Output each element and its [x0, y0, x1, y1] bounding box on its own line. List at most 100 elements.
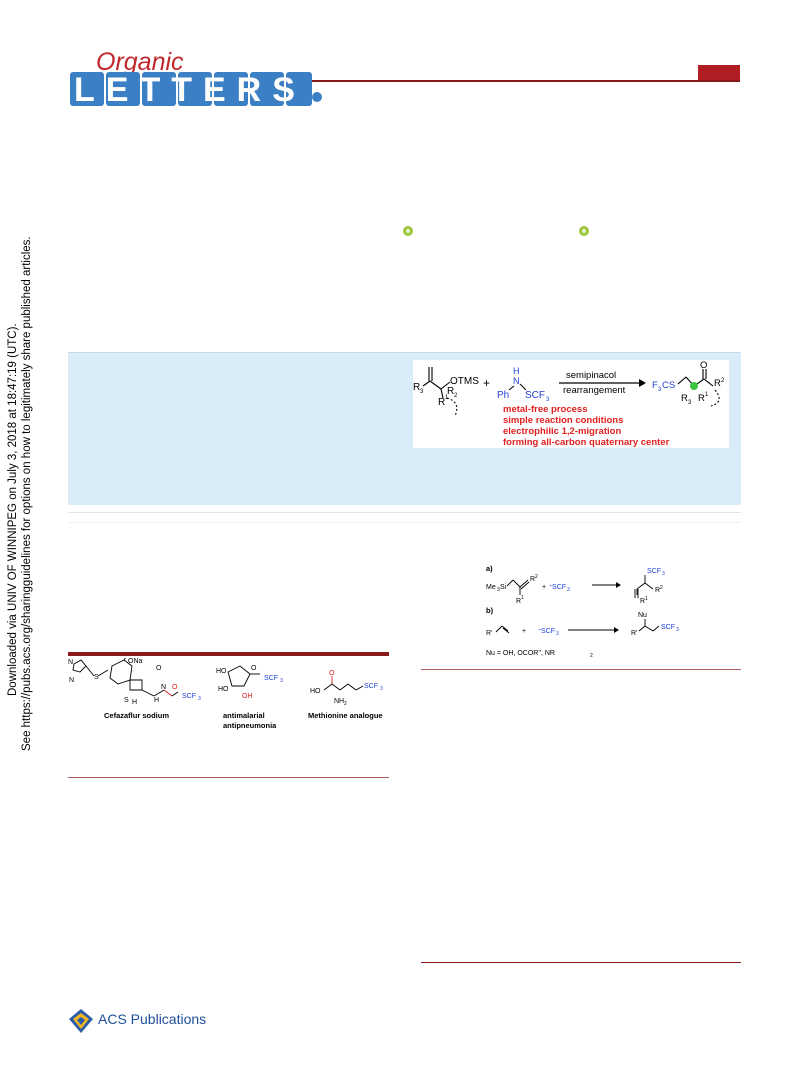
allylsilane-bonds: [506, 579, 530, 595]
svg-text:O: O: [156, 665, 162, 672]
svg-text:HO: HO: [218, 686, 229, 693]
scheme-1: a) Me 3 Si R 2 R 1 + ⁺ SCF 3 SCF 3 R: [470, 564, 690, 660]
svg-text:3: 3: [420, 389, 424, 395]
svg-text:2: 2: [590, 653, 593, 659]
svg-text:3: 3: [497, 587, 500, 593]
svg-text:Me: Me: [486, 584, 496, 591]
toc-feature-3: electrophilic 1,2-migration: [503, 426, 621, 437]
svg-text:S: S: [124, 697, 129, 704]
toc-plus: +: [483, 376, 490, 390]
figure-label-antipneumonia: antipneumonia: [223, 721, 277, 730]
svg-text:OH: OH: [242, 693, 253, 700]
svg-text:R: R: [516, 598, 521, 605]
figure-label-cefazaflur: Cefazaflur sodium: [104, 711, 169, 720]
svg-text:SCF: SCF: [661, 624, 675, 631]
svg-text:1: 1: [521, 595, 524, 601]
svg-text:R: R: [714, 378, 721, 389]
svg-text:R: R: [681, 393, 688, 404]
svg-text:1: 1: [445, 395, 449, 401]
logo-letter-boxes: [70, 72, 312, 106]
toc-reagent-h: H: [513, 366, 520, 376]
header-rule: [312, 80, 740, 82]
svg-text:Si: Si: [500, 584, 507, 591]
svg-text:2: 2: [535, 574, 538, 580]
orcid-icon[interactable]: [579, 226, 589, 236]
acs-publications-logo[interactable]: ACS Publications: [68, 1008, 228, 1034]
svg-text:H: H: [154, 697, 159, 704]
toc-r3: R: [413, 382, 420, 393]
scheme-nu-legend: Nu = OH, OCOR'', NR: [486, 650, 555, 657]
svg-text:N: N: [68, 659, 73, 666]
toc-arrow-head: [639, 379, 646, 387]
toc-reagent-scf3: SCF: [525, 390, 545, 401]
side-note-line-1: Downloaded via UNIV OF WINNIPEG on July …: [7, 323, 19, 696]
svg-text:ONa: ONa: [128, 658, 143, 665]
toc-feature-2: simple reaction conditions: [503, 415, 623, 426]
figure-top-bar: [68, 652, 389, 656]
column-bottom-rule: [421, 962, 741, 963]
toc-reactant: [422, 367, 458, 417]
svg-text:+: +: [542, 584, 546, 591]
journal-badge-icon: [312, 92, 322, 102]
toc-r2: R: [447, 386, 454, 397]
svg-text:⁺: ⁺: [538, 628, 542, 635]
svg-text:2: 2: [721, 378, 725, 384]
scheme-label-a: a): [486, 565, 493, 573]
toc-reagent-bonds: [508, 383, 527, 391]
svg-text:2: 2: [344, 701, 347, 707]
svg-text:O: O: [172, 684, 178, 691]
svg-text:3: 3: [676, 627, 679, 633]
toc-feature-4: forming all-carbon quaternary center: [503, 437, 670, 448]
svg-text:R: R: [640, 598, 645, 605]
figure-1: N N S ONa O S H H N O SCF 3 Cefazaflur s…: [68, 653, 389, 742]
svg-text:SCF: SCF: [264, 675, 278, 682]
toc-product-o: O: [700, 360, 707, 371]
svg-text:3: 3: [662, 571, 665, 577]
svg-text:3: 3: [556, 631, 559, 637]
svg-text:3: 3: [688, 400, 692, 406]
orcid-icon[interactable]: [403, 226, 413, 236]
furanose-structure: [227, 665, 260, 687]
svg-text:HO: HO: [216, 668, 227, 675]
toc-product-cs: CS: [662, 380, 675, 391]
svg-text:R': R': [631, 630, 637, 637]
svg-text:R: R: [655, 587, 660, 594]
svg-text:2: 2: [660, 585, 663, 591]
svg-text:S: S: [94, 674, 99, 681]
svg-text:O: O: [329, 670, 335, 677]
toc-otms: OTMS: [450, 376, 479, 387]
download-side-note: Downloaded via UNIV OF WINNIPEG on July …: [0, 0, 60, 1067]
svg-text:1: 1: [705, 392, 709, 398]
methionine-structure: [323, 676, 364, 691]
svg-text:3: 3: [658, 387, 662, 393]
svg-text:SCF: SCF: [647, 568, 661, 575]
svg-text:R: R: [698, 393, 705, 404]
acs-hexagon-icon: [69, 1009, 93, 1033]
abstract-bottom-rule-2: [68, 522, 741, 523]
svg-text:3: 3: [198, 696, 201, 702]
scheme-label-b: b): [486, 606, 494, 615]
svg-text:Nu: Nu: [638, 612, 647, 619]
toc-quaternary-center-icon: [690, 382, 698, 390]
svg-text:+: +: [522, 628, 526, 635]
svg-text:SCF: SCF: [364, 683, 378, 690]
svg-text:N: N: [161, 684, 166, 691]
toc-arrow-top: semipinacol: [566, 370, 616, 381]
header-tab: [698, 65, 740, 80]
svg-text:N: N: [69, 677, 74, 684]
logo-word-letters: LETTERS: [74, 71, 306, 109]
toc-reagent-n: N: [513, 376, 520, 386]
svg-text:H: H: [132, 699, 137, 706]
svg-text:HO: HO: [310, 688, 321, 695]
svg-text:O: O: [251, 665, 257, 672]
svg-text:3: 3: [280, 678, 283, 684]
svg-text:SCF: SCF: [182, 693, 196, 700]
toc-graphic: OTMS R 3 R 1 R 2 + H N Ph SCF 3 semipina…: [413, 360, 729, 448]
toc-r1: R: [438, 397, 445, 408]
svg-text:2: 2: [454, 393, 458, 399]
toc-arrow-bottom: rearrangement: [563, 385, 626, 396]
figure-label-methionine: Methionine analogue: [308, 711, 383, 720]
svg-text:SCF: SCF: [552, 584, 566, 591]
logo-word-organic: Organic: [96, 48, 184, 76]
acs-publications-text: ACS Publications: [98, 1011, 207, 1027]
